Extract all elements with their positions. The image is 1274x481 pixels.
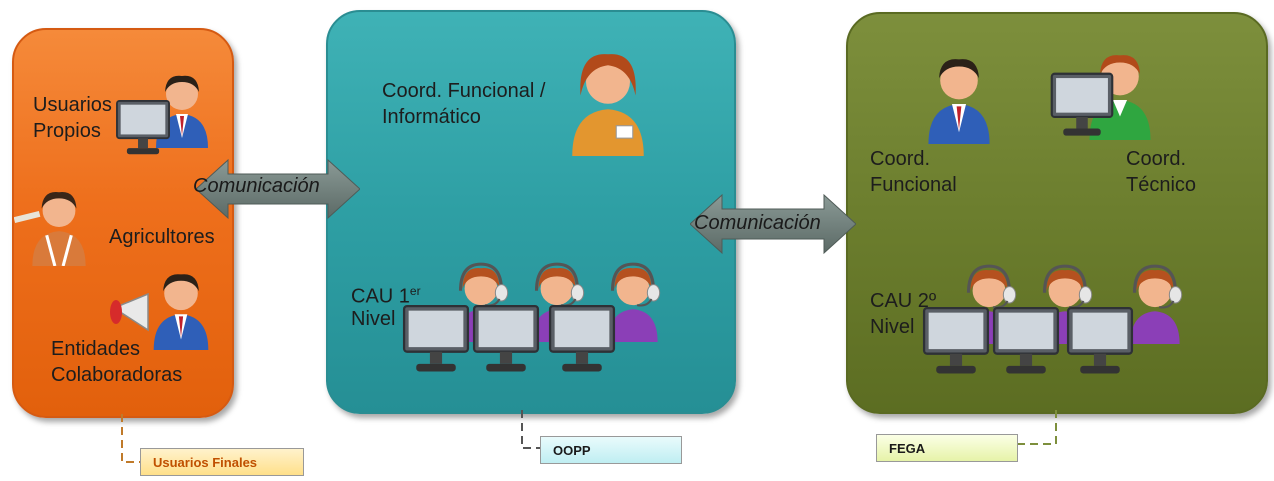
coord-funcional-informatico-label: Coord. Funcional / Informático <box>382 80 546 128</box>
farmer-icon <box>14 190 88 266</box>
agricultores-label: Agricultores <box>109 226 215 248</box>
entidades-colaboradoras-label: Entidades Colaboradoras <box>51 338 183 386</box>
left-tag-leader <box>121 414 142 463</box>
usuarios-finales-tag: Usuarios Finales <box>140 448 304 476</box>
call-center-agent-2-icon <box>922 264 1184 375</box>
right-tag-leader <box>1018 410 1057 445</box>
left-communication-label: Comunicación <box>193 175 320 197</box>
cau-1er-nivel-sublabel: Nivel <box>351 308 396 330</box>
oopp-tag: OOPP <box>540 436 682 464</box>
coordinator-tecnico-icon <box>1050 55 1151 140</box>
cau-1er-nivel-label: CAU 1er <box>351 284 421 308</box>
usuarios-propios-label: Usuarios Propios <box>33 94 112 142</box>
coordinator-funcional-icon <box>928 59 990 144</box>
coord-funcional-label: Coord. Funcional <box>870 148 957 196</box>
left-communication-arrow <box>196 158 360 220</box>
right-communication-label: Comunicación <box>694 212 821 234</box>
coordinator-icon <box>571 53 645 156</box>
call-center-agent-icon <box>402 262 662 373</box>
coord-tecnico-label: Coord. Técnico <box>1126 148 1197 196</box>
cau-2o-nivel-label: CAU 2º Nivel <box>870 290 937 338</box>
megaphone-person-icon <box>110 274 209 350</box>
fega-tag: FEGA <box>876 434 1018 462</box>
person-at-computer-icon <box>116 75 208 156</box>
right-communication-arrow <box>690 193 856 255</box>
